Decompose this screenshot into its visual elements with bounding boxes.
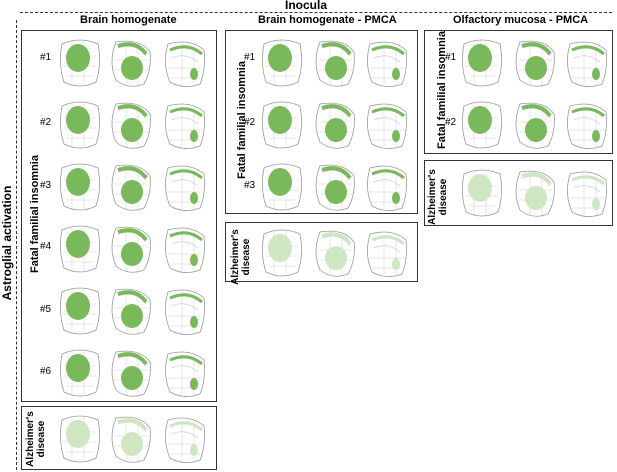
panel-ompmca-ffi: [424, 30, 613, 154]
row-label: #2: [40, 117, 52, 128]
row-label: #6: [40, 366, 52, 377]
row-label: #1: [244, 52, 256, 63]
brain-section: [60, 349, 100, 397]
column-title-bh-pmca: Brain homogenate - PMCA: [258, 14, 397, 26]
side-divider: [16, 20, 17, 470]
brain-section: [462, 169, 502, 217]
brain-section: [111, 102, 151, 149]
brain-section: [367, 103, 407, 149]
row-label: #2: [244, 117, 256, 128]
brain-section: [165, 227, 205, 273]
brain-section: [567, 41, 607, 87]
row-label: #5: [40, 304, 52, 315]
brain-section: [515, 102, 555, 149]
brain-section: [60, 415, 100, 463]
brain-section: [315, 40, 355, 87]
brain-section: [165, 351, 205, 397]
brain-section: [165, 41, 205, 87]
brain-section: [262, 101, 302, 149]
brain-section: [111, 226, 151, 273]
brain-section: [165, 165, 205, 211]
brain-section: [111, 40, 151, 87]
brain-section: [367, 41, 407, 87]
brain-section: [111, 350, 151, 397]
brain-section: [315, 102, 355, 149]
panel-bh-ad: [21, 406, 217, 470]
brain-section: [60, 287, 100, 335]
astroglial-title: Astroglial activation: [0, 185, 14, 301]
brain-section: [567, 103, 607, 149]
group-label-ffi-bh: Fatal familial insomnia: [29, 155, 41, 273]
brain-section: [515, 40, 555, 87]
brain-section: [60, 101, 100, 149]
brain-section: [165, 103, 205, 149]
brain-section: [315, 164, 355, 211]
row-label: #3: [40, 180, 52, 191]
group-label-ffi-ompmca: Fatal familial insomnia: [436, 31, 448, 149]
brain-section: [367, 231, 407, 277]
brain-section: [367, 165, 407, 211]
brain-section: [515, 170, 555, 217]
row-label: #1: [40, 52, 52, 63]
brain-section: [60, 39, 100, 87]
row-label: #2: [445, 117, 457, 128]
column-title-bh: Brain homogenate: [80, 14, 177, 26]
brain-section: [60, 163, 100, 211]
brain-section: [262, 39, 302, 87]
brain-section: [567, 171, 607, 217]
row-label: #3: [244, 180, 256, 191]
brain-section: [111, 416, 151, 463]
row-label: #1: [445, 52, 457, 63]
top-divider: [20, 12, 612, 13]
brain-section: [315, 230, 355, 277]
row-label: #4: [40, 241, 52, 252]
panel-bh-ffi: [21, 30, 217, 402]
brain-section: [262, 163, 302, 211]
inocula-title: Inocula: [285, 0, 328, 12]
brain-section: [462, 101, 502, 149]
brain-section: [111, 164, 151, 211]
column-title-om-pmca: Olfactory mucosa - PMCA: [453, 14, 589, 26]
brain-section: [462, 39, 502, 87]
brain-section: [60, 225, 100, 273]
panel-ompmca-ad: [424, 160, 613, 226]
brain-section: [165, 289, 205, 335]
brain-section: [111, 288, 151, 335]
brain-section: [165, 417, 205, 463]
brain-section: [262, 229, 302, 277]
